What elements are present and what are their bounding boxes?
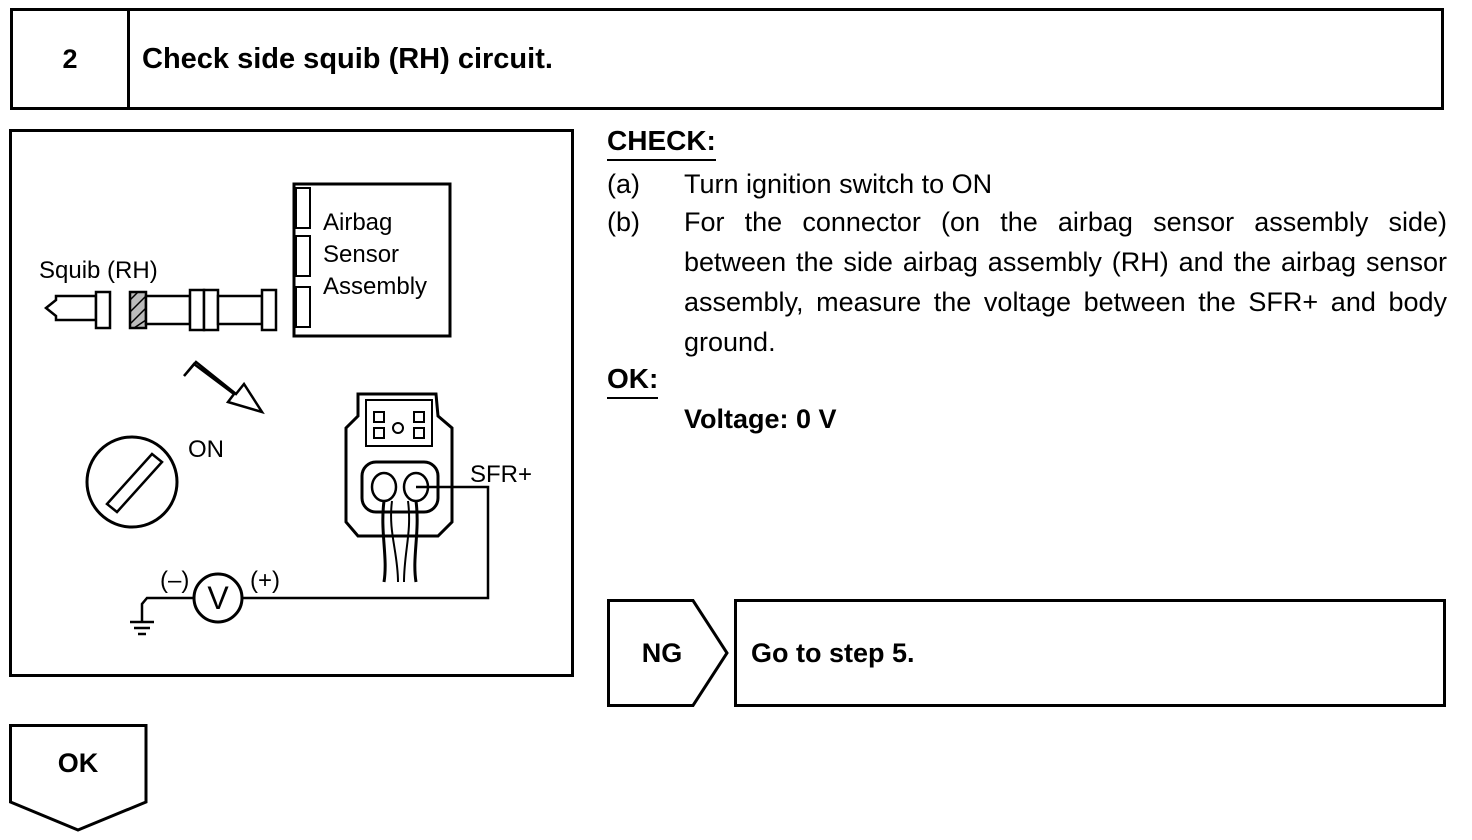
negative-lead xyxy=(140,596,194,622)
direction-arrow-icon xyxy=(183,360,265,415)
ok-spec: Voltage: 0 V xyxy=(684,404,837,434)
ok-result-tag: OK xyxy=(9,724,149,832)
circuit-illustration: Airbag Sensor Assembly Squib (RH) ON xyxy=(39,182,532,636)
check-item-text: For the connector (on the airbag sensor … xyxy=(684,207,1447,357)
check-heading: CHECK: xyxy=(607,125,716,161)
check-item-text: Turn ignition switch to ON xyxy=(684,169,993,199)
ignition-on-label: ON xyxy=(188,436,224,463)
ng-label: NG xyxy=(641,637,683,668)
sensor-label-line-1: Airbag xyxy=(323,209,392,236)
sensor-label-line-2: Sensor xyxy=(323,241,399,268)
squib-plug xyxy=(43,294,98,322)
positive-lead xyxy=(242,485,490,600)
ng-action: Go to step 5. xyxy=(734,599,1446,707)
ok-label: OK xyxy=(57,747,99,778)
step-header: 2 Check side squib (RH) circuit. xyxy=(10,8,1444,110)
sfr-plus-label: SFR+ xyxy=(470,461,532,488)
check-item-letter: (b) xyxy=(607,207,640,237)
circuit-diagram: Airbag Sensor Assembly Squib (RH) ON xyxy=(9,129,574,677)
voltmeter-symbol: V xyxy=(207,580,229,616)
plus-terminal-label: (+) xyxy=(250,567,280,594)
check-item-letter: (a) xyxy=(607,169,640,199)
minus-terminal-label: (–) xyxy=(160,567,189,594)
step-number: 2 xyxy=(13,11,130,107)
ng-result-tag: NG xyxy=(607,599,732,707)
sensor-label-line-3: Assembly xyxy=(323,273,427,300)
ok-heading: OK: xyxy=(607,363,659,399)
step-title: Check side squib (RH) circuit. xyxy=(142,42,553,75)
airbag-sensor-box xyxy=(292,182,452,338)
squib-label: Squib (RH) xyxy=(39,257,158,284)
